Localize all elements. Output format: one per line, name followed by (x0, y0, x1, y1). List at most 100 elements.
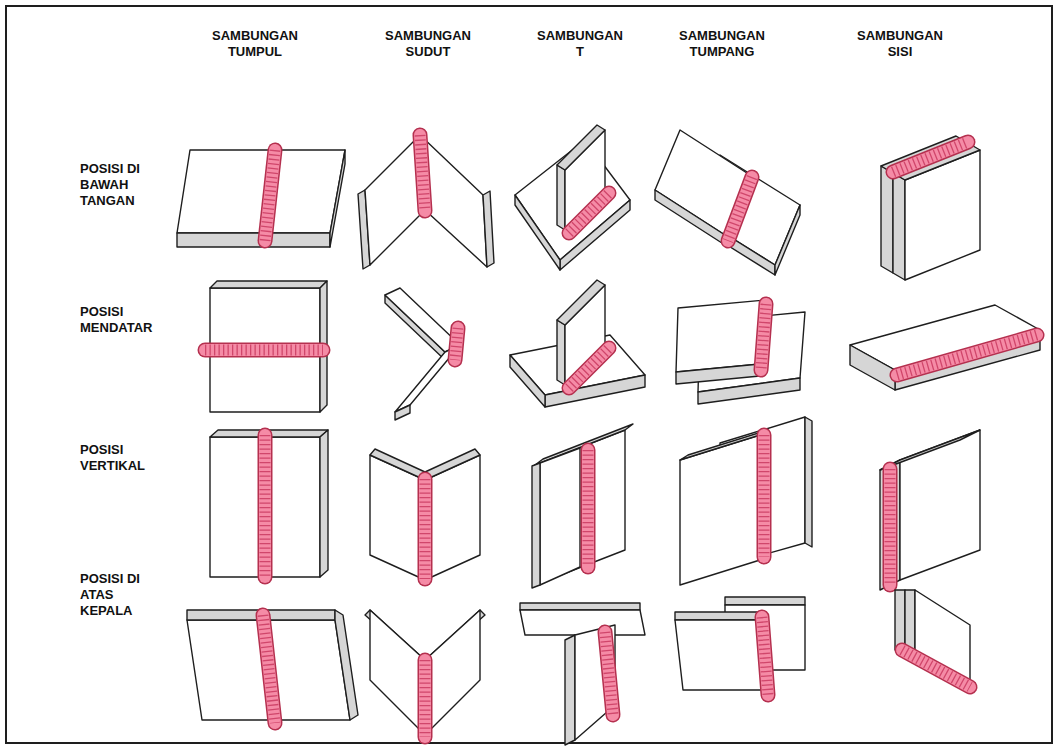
corner-joint-flat (358, 135, 494, 269)
lap-joint-horizontal (761, 304, 766, 370)
lap-joint-overhead (725, 597, 805, 605)
t-joint-flat (515, 125, 630, 270)
butt-joint-vertical (320, 430, 328, 577)
corner-joint-horizontal (385, 288, 460, 420)
edge-joint-flat (893, 142, 968, 172)
t-joint-flat (569, 193, 609, 233)
edge-joint-flat (893, 142, 968, 172)
lap-joint-vertical (680, 435, 760, 585)
corner-joint-horizontal (395, 405, 410, 420)
t-joint-horizontal (510, 280, 645, 407)
column-heading: SAMBUNGAN SUDUT (382, 28, 474, 60)
butt-joint-flat (177, 150, 345, 247)
t-joint-vertical (582, 450, 594, 567)
butt-joint-vertical (258, 435, 273, 577)
edge-joint-flat (881, 136, 980, 180)
corner-joint-horizontal (455, 328, 458, 360)
row-heading: POSISI MENDATAR (80, 304, 162, 336)
lap-joint-overhead (762, 617, 768, 695)
lap-joint-horizontal (676, 364, 760, 384)
lap-joint-overhead (762, 617, 768, 695)
butt-joint-overhead (335, 610, 358, 720)
edge-joint-vertical (885, 469, 896, 585)
t-joint-flat (557, 125, 605, 170)
butt-joint-horizontal (205, 345, 323, 356)
edge-joint-horizontal (850, 305, 1040, 390)
butt-joint-overhead (263, 615, 275, 723)
lap-joint-horizontal (761, 304, 766, 370)
column-heading: SAMBUNGAN TUMPANG (676, 28, 768, 60)
butt-joint-overhead (263, 615, 275, 723)
t-joint-flat (515, 195, 560, 270)
butt-joint-flat (177, 233, 330, 247)
edge-joint-horizontal (850, 345, 895, 390)
butt-joint-flat (330, 150, 345, 247)
t-joint-overhead (605, 632, 613, 715)
corner-joint-overhead (365, 610, 485, 737)
column-heading: SAMBUNGAN T (534, 28, 626, 60)
butt-joint-overhead (263, 615, 275, 723)
t-joint-vertical (532, 463, 540, 588)
t-joint-horizontal (557, 320, 565, 385)
edge-joint-vertical (890, 460, 900, 585)
row-heading: POSISI DI ATAS KEPALA (80, 571, 162, 619)
t-joint-flat (557, 165, 565, 230)
lap-joint-vertical (758, 435, 770, 557)
edge-joint-flat (881, 166, 893, 273)
t-joint-flat (569, 193, 609, 233)
lap-joint-flat (728, 177, 752, 241)
t-joint-horizontal (569, 348, 609, 388)
lap-joint-horizontal (676, 300, 805, 404)
lap-joint-vertical (680, 417, 812, 585)
edge-joint-horizontal (897, 335, 1037, 375)
lap-joint-vertical (680, 430, 768, 460)
edge-joint-flat (893, 142, 968, 172)
edge-joint-vertical (883, 469, 898, 585)
corner-joint-horizontal (455, 328, 458, 360)
corner-joint-horizontal (455, 328, 458, 360)
t-joint-overhead (520, 603, 640, 610)
butt-joint-overhead (187, 610, 358, 723)
t-joint-vertical (540, 448, 580, 585)
column-heading: SAMBUNGAN SISI (854, 28, 946, 60)
lap-joint-vertical (757, 435, 772, 557)
corner-joint-vertical (419, 479, 431, 579)
edge-joint-overhead (895, 590, 905, 650)
lap-joint-vertical (759, 435, 770, 557)
butt-joint-flat (265, 150, 275, 241)
butt-joint-flat (265, 150, 275, 241)
butt-joint-vertical (259, 435, 271, 577)
lap-joint-horizontal (761, 304, 766, 370)
t-joint-horizontal (569, 348, 609, 388)
row-heading: POSISI VERTIKAL (80, 442, 162, 474)
t-joint-overhead (605, 632, 613, 715)
t-joint-vertical (535, 430, 625, 585)
edge-joint-overhead (902, 650, 970, 687)
t-joint-flat (569, 193, 609, 233)
butt-joint-flat (265, 150, 275, 241)
butt-joint-vertical (210, 430, 328, 577)
t-joint-overhead (520, 610, 645, 635)
butt-joint-horizontal (210, 281, 327, 288)
corner-joint-vertical (418, 479, 433, 579)
t-joint-vertical (532, 424, 633, 588)
corner-joint-overhead (370, 610, 425, 735)
t-joint-vertical (583, 450, 594, 567)
corner-joint-flat (420, 135, 425, 211)
butt-joint-horizontal (205, 344, 323, 356)
corner-joint-flat (365, 135, 425, 265)
lap-joint-flat (728, 177, 752, 241)
t-joint-vertical (581, 450, 596, 567)
butt-joint-horizontal (205, 343, 323, 358)
lap-joint-flat (728, 177, 752, 241)
lap-joint-overhead (675, 620, 768, 690)
edge-joint-overhead (905, 590, 915, 650)
lap-joint-vertical (805, 417, 812, 547)
corner-joint-overhead (418, 660, 433, 737)
corner-joint-flat (420, 135, 487, 267)
butt-joint-horizontal (205, 281, 327, 412)
corner-joint-horizontal (385, 288, 460, 352)
lap-joint-flat (655, 130, 800, 275)
edge-joint-horizontal (897, 335, 1037, 375)
row-heading: POSISI DI BAWAH TANGAN (80, 161, 162, 209)
